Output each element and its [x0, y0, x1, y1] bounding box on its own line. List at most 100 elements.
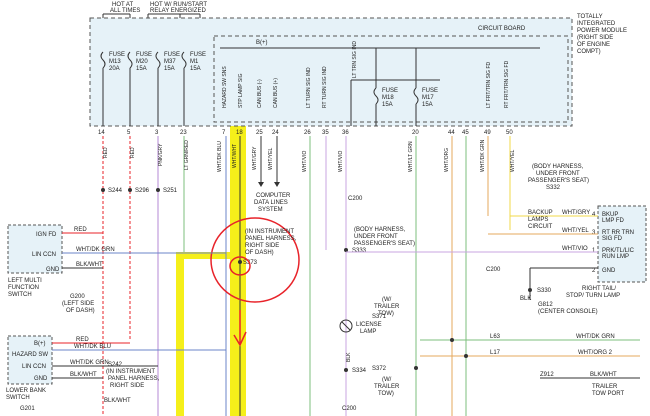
svg-text:BLK/WHT: BLK/WHT [104, 398, 131, 404]
svg-text:20: 20 [412, 130, 419, 136]
svg-text:L17: L17 [490, 350, 501, 356]
wire-label-wht-wht: WHT/WHT [232, 144, 238, 168]
svg-text:WHT/YEL: WHT/YEL [562, 228, 589, 234]
svg-text:18: 18 [236, 130, 243, 136]
svg-text:WHT/ORG 2: WHT/ORG 2 [578, 350, 613, 356]
svg-text:S372: S372 [372, 366, 387, 372]
b-plus-label: B(+) [256, 40, 268, 46]
svg-text:G201: G201 [20, 406, 35, 412]
svg-text:3: 3 [155, 130, 159, 136]
annotation-circle [210, 217, 300, 303]
module-pin-numbers: 14 5 3 23 7 18 25 24 26 35 36 20 44 45 4… [98, 130, 513, 136]
svg-text:G812(CENTER CONSOLE): G812(CENTER CONSOLE) [538, 302, 598, 315]
svg-text:WHT/VIO: WHT/VIO [562, 246, 588, 252]
pin-label-stp: STP LAMP SIG [238, 73, 244, 108]
pin-label-lt-turn: LT TURN SIG IND [306, 67, 312, 108]
svg-text:49: 49 [484, 130, 491, 136]
svg-text:HAZARD SW: HAZARD SW [12, 352, 48, 358]
svg-text:WHT/DK GRN: WHT/DK GRN [576, 334, 615, 340]
splice-s333: S333 [352, 248, 367, 254]
svg-text:14: 14 [98, 130, 105, 136]
svg-text:7: 7 [222, 130, 226, 136]
svg-text:L63: L63 [490, 334, 501, 340]
splice-s251: S251 [163, 188, 178, 194]
pin-label-can-plus: CAN BUS (+) [273, 78, 279, 108]
splice-nodes: S244 S296 S251 S373 S333 S330 S334 [101, 188, 552, 374]
svg-text:WHT/GRY: WHT/GRY [562, 210, 590, 216]
svg-text:WHT/DK BLU: WHT/DK BLU [74, 344, 111, 350]
svg-text:Z912: Z912 [540, 372, 554, 378]
svg-text:S371: S371 [372, 314, 387, 320]
splice-s244: S244 [108, 188, 123, 194]
wire-label-wht-lt-grn: WHT/LT GRN [408, 141, 414, 172]
lin-ccn-label: LIN CCN [32, 252, 56, 258]
svg-text:BLK: BLK [346, 352, 352, 362]
module-internal-lines [102, 47, 540, 126]
wire-label-wht-vio: WHT/VIO [302, 151, 308, 172]
svg-text:LIN CCN: LIN CCN [22, 364, 46, 370]
ign-fd-label: IGN FD [36, 232, 57, 238]
svg-text:GND: GND [34, 376, 48, 382]
svg-text:C200: C200 [342, 406, 357, 412]
circuit-board-box [213, 35, 569, 123]
pin-label-lt-frt: LT FRT/TRN SIG FD [486, 61, 492, 108]
wire-label-lt-grn-red: LT GRN/RED [184, 140, 190, 170]
svg-text:44: 44 [448, 130, 455, 136]
splice-s296: S296 [135, 188, 150, 194]
pin-label-rt-frt: RT FRT/TRN SIG FD [504, 60, 510, 108]
svg-text:GND: GND [602, 268, 616, 274]
wire-label-wht-gry: WHT/GRY [252, 146, 258, 170]
c200-label: C200 [348, 196, 363, 202]
svg-text:1: 1 [592, 248, 596, 254]
svg-text:3: 3 [592, 230, 596, 236]
wire-label-wht-yel2: WHT/YEL [510, 150, 516, 172]
svg-text:45: 45 [462, 130, 469, 136]
svg-text:23: 23 [180, 130, 187, 136]
svg-text:RED: RED [74, 227, 87, 233]
ipm-box [89, 17, 573, 127]
wire-label-wht-vio2: WHT/VIO [338, 151, 344, 172]
svg-text:RED: RED [76, 337, 89, 343]
svg-text:36: 36 [342, 130, 349, 136]
wire-label-red1: RED [103, 147, 109, 158]
svg-text:4: 4 [592, 212, 596, 218]
pin-label-rt-turn: RT TURN SIG IND [322, 66, 328, 108]
gnd-label: GND [46, 267, 60, 273]
splice-s334: S334 [352, 368, 367, 374]
wire-labels: RED RED PNK/GRY LT GRN/RED WHT/DK BLU WH… [103, 139, 516, 172]
wires-down [102, 136, 511, 416]
annotation-arrow [233, 310, 247, 347]
wire-label-wht-org: WHT/ORG [444, 148, 450, 172]
circuit-board-label: CIRCUIT BOARD [478, 26, 526, 32]
